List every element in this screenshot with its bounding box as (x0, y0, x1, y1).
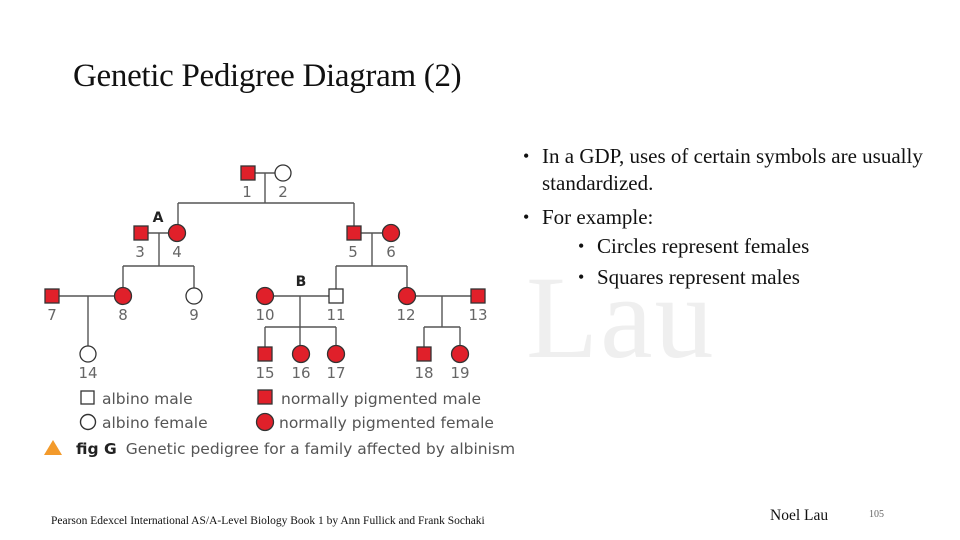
legend: albino male albino female normally pigme… (79, 389, 494, 432)
label-12: 12 (396, 306, 415, 324)
label-6: 6 (386, 243, 396, 261)
legend-pigmented-male-icon (257, 389, 273, 405)
label-2: 2 (278, 183, 288, 201)
bullet-text: For example: (542, 205, 654, 229)
individual-8-pigmented-female (113, 286, 133, 306)
label-3: 3 (135, 243, 145, 261)
label-11: 11 (326, 306, 345, 324)
label-8: 8 (118, 306, 128, 324)
figure-caption: fig G Genetic pedigree for a family affec… (44, 440, 515, 458)
bullet-item: For example: Circles represent females S… (523, 204, 923, 291)
label-5: 5 (348, 243, 358, 261)
individual-1-pigmented-male (240, 165, 256, 181)
individual-10-pigmented-female (255, 286, 275, 306)
label-14: 14 (78, 364, 97, 382)
caption-text: Genetic pedigree for a family affected b… (125, 440, 516, 458)
sub-bullet-text: Circles represent females (597, 234, 810, 258)
bullet-list: In a GDP, uses of certain symbols are us… (523, 143, 923, 298)
label-17: 17 (326, 364, 345, 382)
pedigree-lines (59, 172, 471, 347)
pedigree-figure: 1 2 3 4 5 6 7 8 9 10 11 12 13 14 15 16 1… (0, 0, 520, 480)
label-9: 9 (189, 306, 199, 324)
individual-19-pigmented-female (450, 344, 470, 364)
individual-15-pigmented-male (257, 346, 273, 362)
label-4: 4 (172, 243, 182, 261)
individual-12-pigmented-female (397, 286, 417, 306)
bullet-text: In a GDP, uses of certain symbols are us… (542, 144, 923, 195)
individual-5-pigmented-male (346, 225, 362, 241)
legend-albino-male-icon (80, 390, 95, 405)
slide-title: Genetic Pedigree Diagram (2) (73, 58, 462, 94)
bullet-item: In a GDP, uses of certain symbols are us… (523, 143, 923, 197)
sub-bullet-item: Squares represent males (578, 264, 923, 291)
individual-18-pigmented-male (416, 346, 432, 362)
individual-2-albino-female (274, 164, 292, 182)
label-16: 16 (291, 364, 310, 382)
legend-pigmented-female-label: normally pigmented female (279, 414, 494, 432)
sub-bullet-item: Circles represent females (578, 233, 923, 260)
label-19: 19 (450, 364, 469, 382)
label-10: 10 (255, 306, 274, 324)
label-18: 18 (414, 364, 433, 382)
individual-7-pigmented-male (44, 288, 60, 304)
marker-a: A (153, 210, 164, 226)
individual-4-pigmented-female (167, 223, 187, 243)
individual-13-pigmented-male (470, 288, 486, 304)
label-13: 13 (468, 306, 487, 324)
footer-author: Noel Lau (770, 507, 829, 524)
individual-11-albino-male (328, 288, 344, 304)
sub-bullet-text: Squares represent males (597, 265, 800, 289)
legend-pigmented-male-label: normally pigmented male (281, 390, 481, 408)
individual-14-albino-female (79, 345, 97, 363)
legend-albino-female-label: albino female (102, 414, 208, 432)
individual-17-pigmented-female (326, 344, 346, 364)
label-1: 1 (242, 183, 252, 201)
individual-6-pigmented-female (381, 223, 401, 243)
legend-albino-male-label: albino male (102, 390, 193, 408)
label-7: 7 (47, 306, 57, 324)
individual-3-pigmented-male (133, 225, 149, 241)
caption-label: fig G (76, 440, 117, 458)
caption-triangle-icon (44, 440, 62, 455)
individual-16-pigmented-female (291, 344, 311, 364)
legend-pigmented-female-icon (255, 412, 275, 432)
legend-albino-female-icon (79, 413, 97, 431)
footer-reference: Pearson Edexcel International AS/A-Level… (51, 515, 485, 527)
individual-9-albino-female (185, 287, 203, 305)
label-15: 15 (255, 364, 274, 382)
marker-b: B (296, 274, 307, 290)
page-number: 105 (869, 509, 884, 520)
